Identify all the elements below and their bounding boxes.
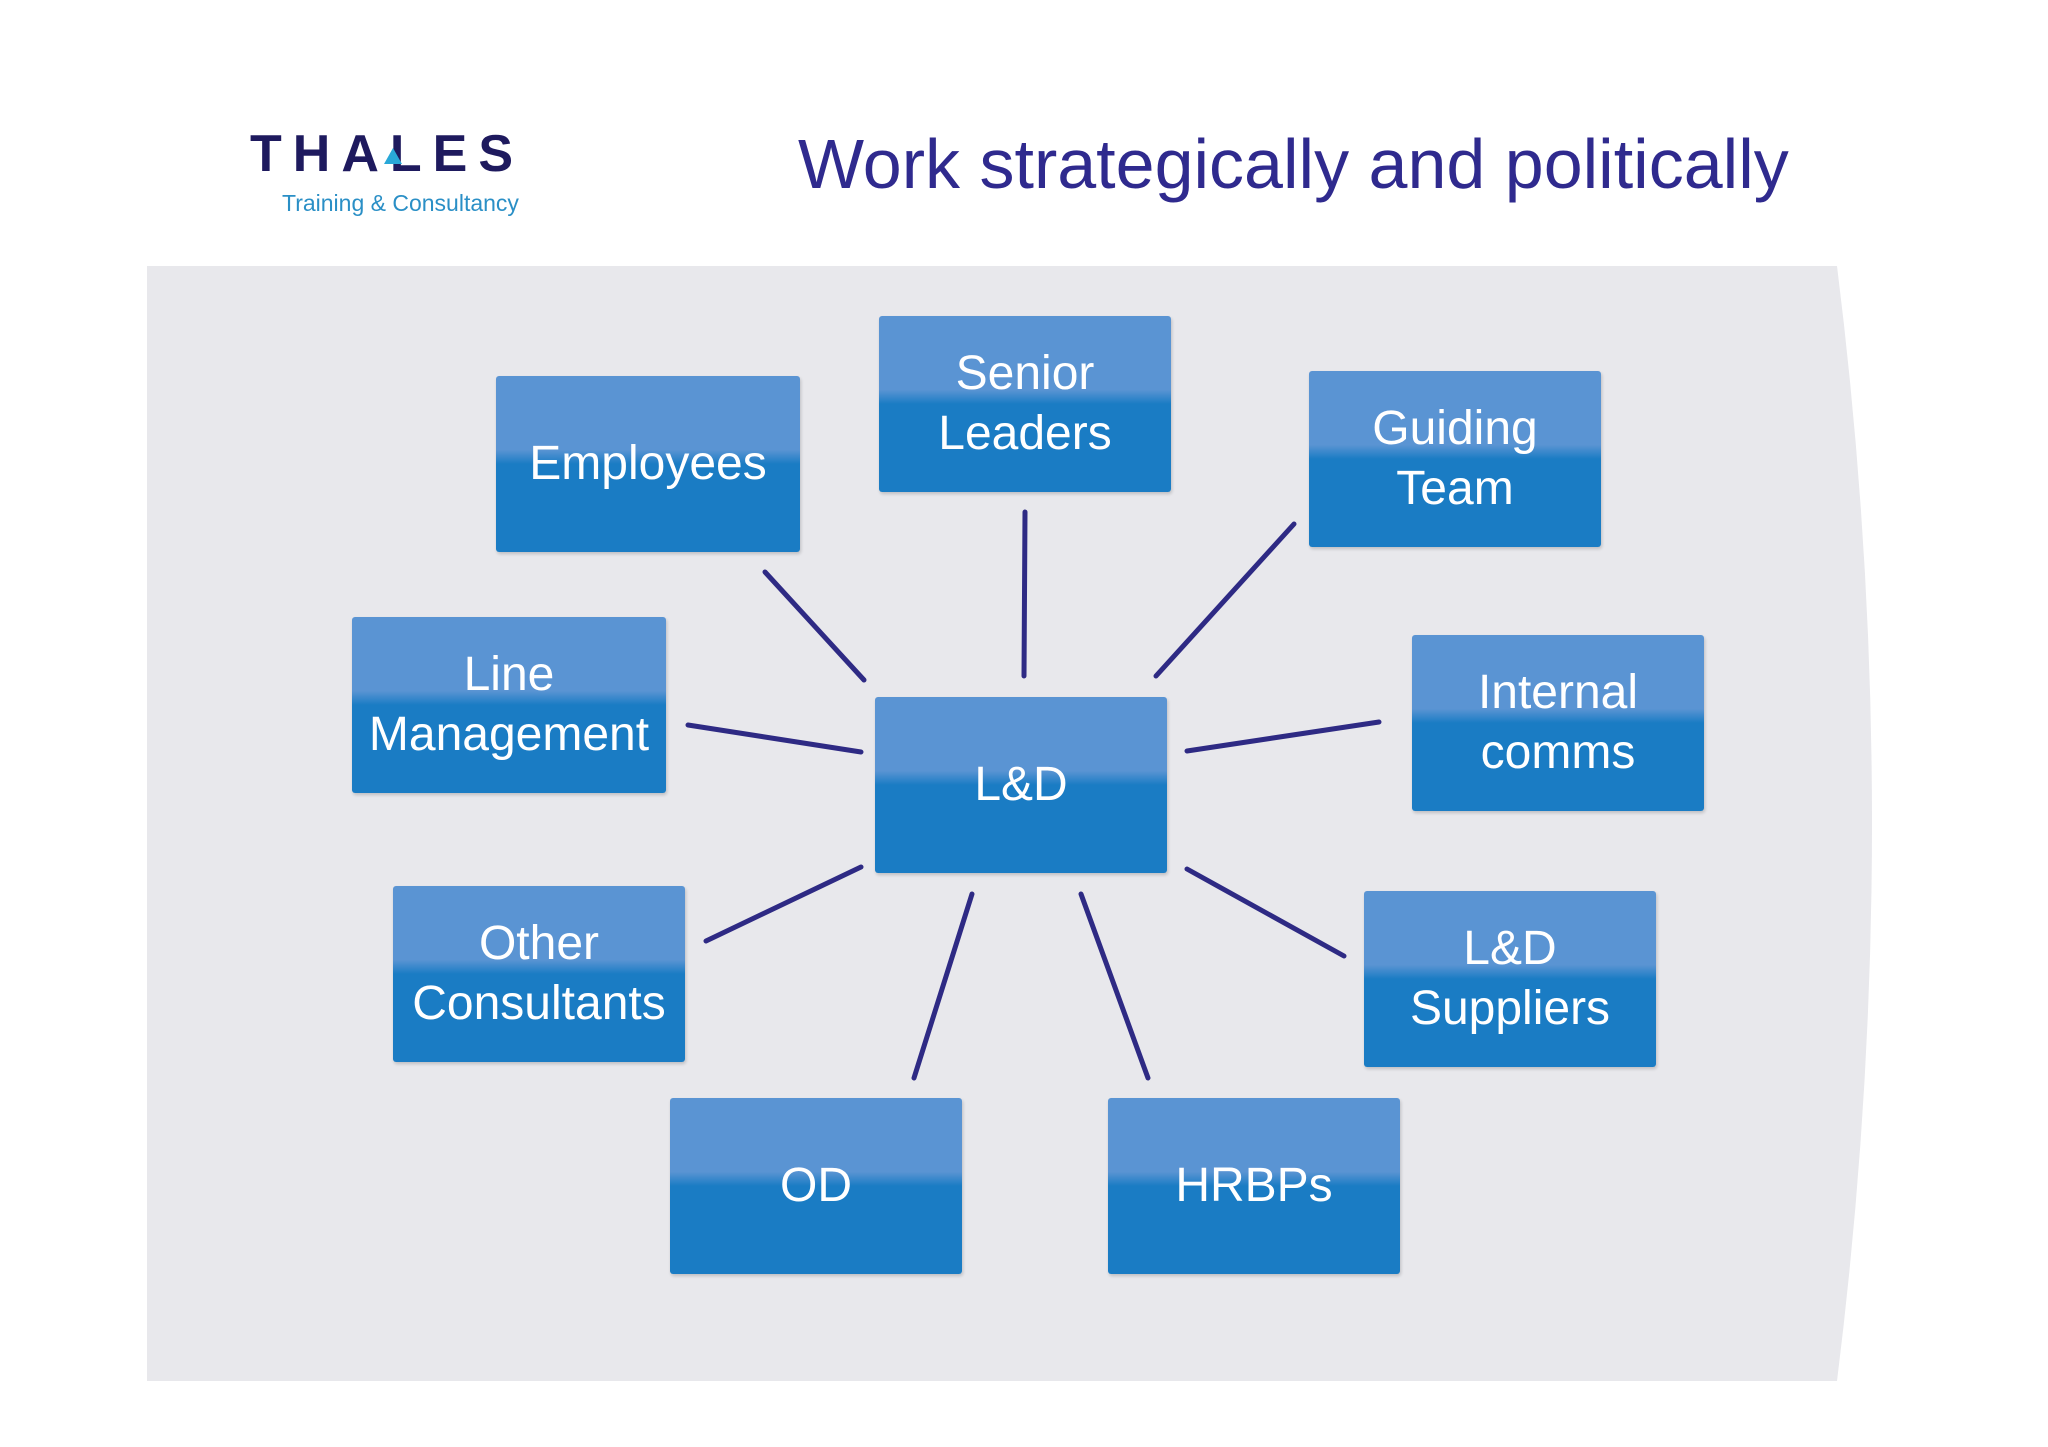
node-guiding-team: Guiding Team <box>1309 371 1601 547</box>
connector-guiding-team <box>1153 521 1297 679</box>
node-hrbps: HRBPs <box>1108 1098 1400 1274</box>
thales-logo: THALES Training & Consultancy <box>250 128 570 218</box>
connector-other-consultants <box>703 864 864 944</box>
node-ld-suppliers: L&D Suppliers <box>1364 891 1656 1067</box>
logo-accent-icon <box>384 148 402 164</box>
connector-hrbps <box>1078 891 1151 1081</box>
node-other-consultants: Other Consultants <box>393 886 685 1062</box>
connector-employees <box>762 569 867 683</box>
node-ld-center: L&D <box>875 697 1167 873</box>
slide-title: Work strategically and politically <box>798 125 1789 203</box>
logo-tagline: Training & Consultancy <box>282 190 519 216</box>
connector-line-management <box>685 722 864 755</box>
node-senior-leaders: Senior Leaders <box>879 316 1171 492</box>
connector-ld-suppliers <box>1184 866 1347 959</box>
connector-internal-comms <box>1184 719 1382 754</box>
logo-wordmark: THALES <box>250 125 524 183</box>
connector-od <box>911 891 975 1081</box>
node-employees: Employees <box>496 376 800 552</box>
connector-senior-leaders <box>1021 509 1028 679</box>
node-internal-comms: Internal comms <box>1412 635 1704 811</box>
node-od: OD <box>670 1098 962 1274</box>
node-line-management: Line Management <box>352 617 666 793</box>
